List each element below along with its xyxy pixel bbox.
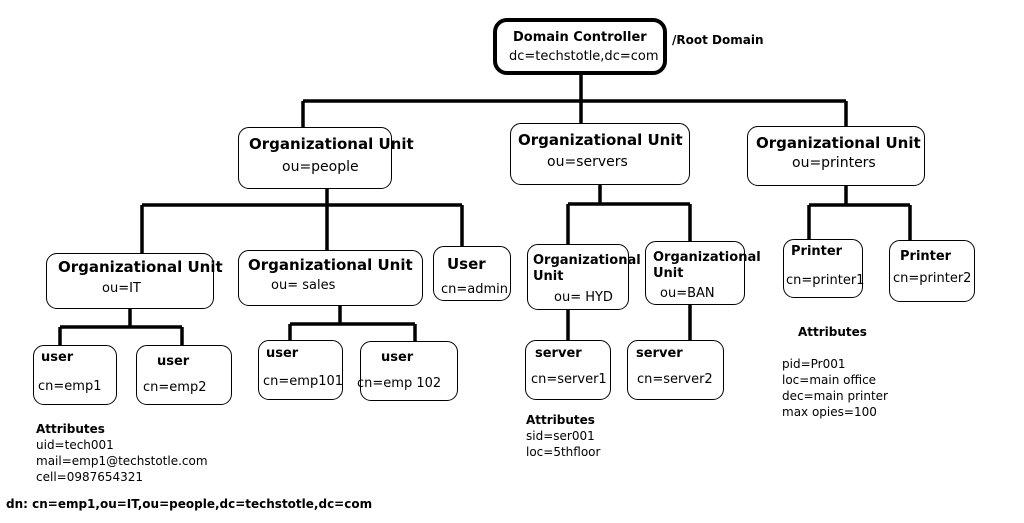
dn-line: dn: cn=emp1,ou=IT,ou=people,dc=techstotl…: [6, 497, 373, 511]
ou-ban-title-line2: Unit: [653, 266, 684, 281]
server-attribute-sid: sid=ser001: [526, 429, 595, 443]
server2-title: server: [636, 346, 683, 361]
domain-controller-node: [493, 18, 667, 75]
server1-title: server: [535, 346, 582, 361]
printer-attributes-title: Attributes: [798, 325, 867, 339]
ou-sales-title: Organizational Unit: [248, 256, 413, 274]
ou-hyd-value: ou= HYD: [554, 290, 613, 305]
printer-attributes-block: Attributes pid=Pr001 loc=main office dec…: [782, 324, 888, 420]
ou-servers-node: [510, 123, 690, 185]
printer-attribute-pid: pid=Pr001: [782, 357, 846, 371]
user-attribute-mail: mail=emp1@techstotle.com: [36, 454, 208, 468]
server-attributes-title: Attributes: [526, 413, 595, 427]
emp101-node: [258, 340, 343, 400]
user-admin-node: [433, 246, 511, 301]
user-attribute-cell: cell=0987654321: [36, 470, 144, 484]
domain-controller-dn: dc=techstotle,dc=com: [509, 49, 659, 64]
server2-node: [627, 340, 724, 400]
emp1-title: user: [41, 350, 74, 365]
emp102-value: cn=emp 102: [357, 376, 442, 391]
ou-people-value: ou=people: [282, 159, 359, 175]
printer1-node: [783, 239, 863, 298]
ou-ban-title-line1: Organizational: [653, 250, 761, 265]
server-attributes-block: Attributes sid=ser001 loc=5thfloor: [526, 412, 600, 460]
printer-attribute-dec: dec=main printer: [782, 389, 888, 403]
user-attributes-title: Attributes: [36, 422, 105, 436]
ou-people-title: Organizational Unit: [249, 135, 414, 153]
emp1-value: cn=emp1: [38, 379, 102, 394]
user-attributes-block: Attributes uid=tech001 mail=emp1@techsto…: [36, 421, 208, 485]
printer1-value: cn=printer1: [786, 273, 865, 288]
ou-it-title: Organizational Unit: [58, 258, 223, 276]
emp2-value: cn=emp2: [143, 380, 207, 395]
emp101-title: user: [266, 346, 299, 361]
root-domain-label: /Root Domain: [672, 33, 764, 47]
printer-attribute-max: max opies=100: [782, 405, 877, 419]
emp2-node: [136, 345, 232, 405]
ou-servers-title: Organizational Unit: [518, 131, 683, 149]
ou-hyd-title-line2: Unit: [533, 269, 564, 284]
ou-hyd-node: [527, 244, 629, 310]
server1-node: [525, 340, 611, 400]
user-admin-title: User: [447, 255, 486, 273]
ou-it-node: [46, 253, 214, 309]
ou-servers-value: ou=servers: [547, 154, 628, 170]
ou-it-value: ou=IT: [102, 281, 141, 296]
emp1-node: [33, 345, 117, 405]
emp2-title: user: [157, 354, 190, 369]
user-admin-value: cn=admin: [441, 282, 509, 297]
emp102-node: [360, 341, 458, 401]
ou-sales-node: [238, 250, 423, 306]
server1-value: cn=server1: [531, 372, 607, 387]
ou-ban-value: ou=BAN: [660, 286, 715, 301]
emp101-value: cn=emp101: [263, 374, 344, 389]
ou-printers-value: ou=printers: [792, 155, 876, 171]
printer2-value: cn=printer2: [893, 271, 972, 286]
ou-ban-node: [645, 241, 745, 305]
user-attribute-uid: uid=tech001: [36, 438, 114, 452]
server2-value: cn=server2: [637, 372, 713, 387]
domain-controller-title: Domain Controller: [513, 30, 647, 45]
ou-printers-title: Organizational Unit: [756, 134, 921, 152]
printer2-title: Printer: [900, 249, 952, 264]
server-attribute-loc: loc=5thfloor: [526, 445, 601, 459]
ou-people-node: [238, 127, 392, 189]
emp102-title: user: [381, 350, 414, 365]
ou-hyd-title-line1: Organizational: [533, 253, 641, 268]
ou-sales-value: ou= sales: [271, 278, 336, 293]
printer2-node: [889, 240, 975, 302]
ou-printers-node: [747, 126, 925, 186]
printer1-title: Printer: [791, 244, 843, 259]
printer-attribute-loc: loc=main office: [782, 373, 877, 387]
